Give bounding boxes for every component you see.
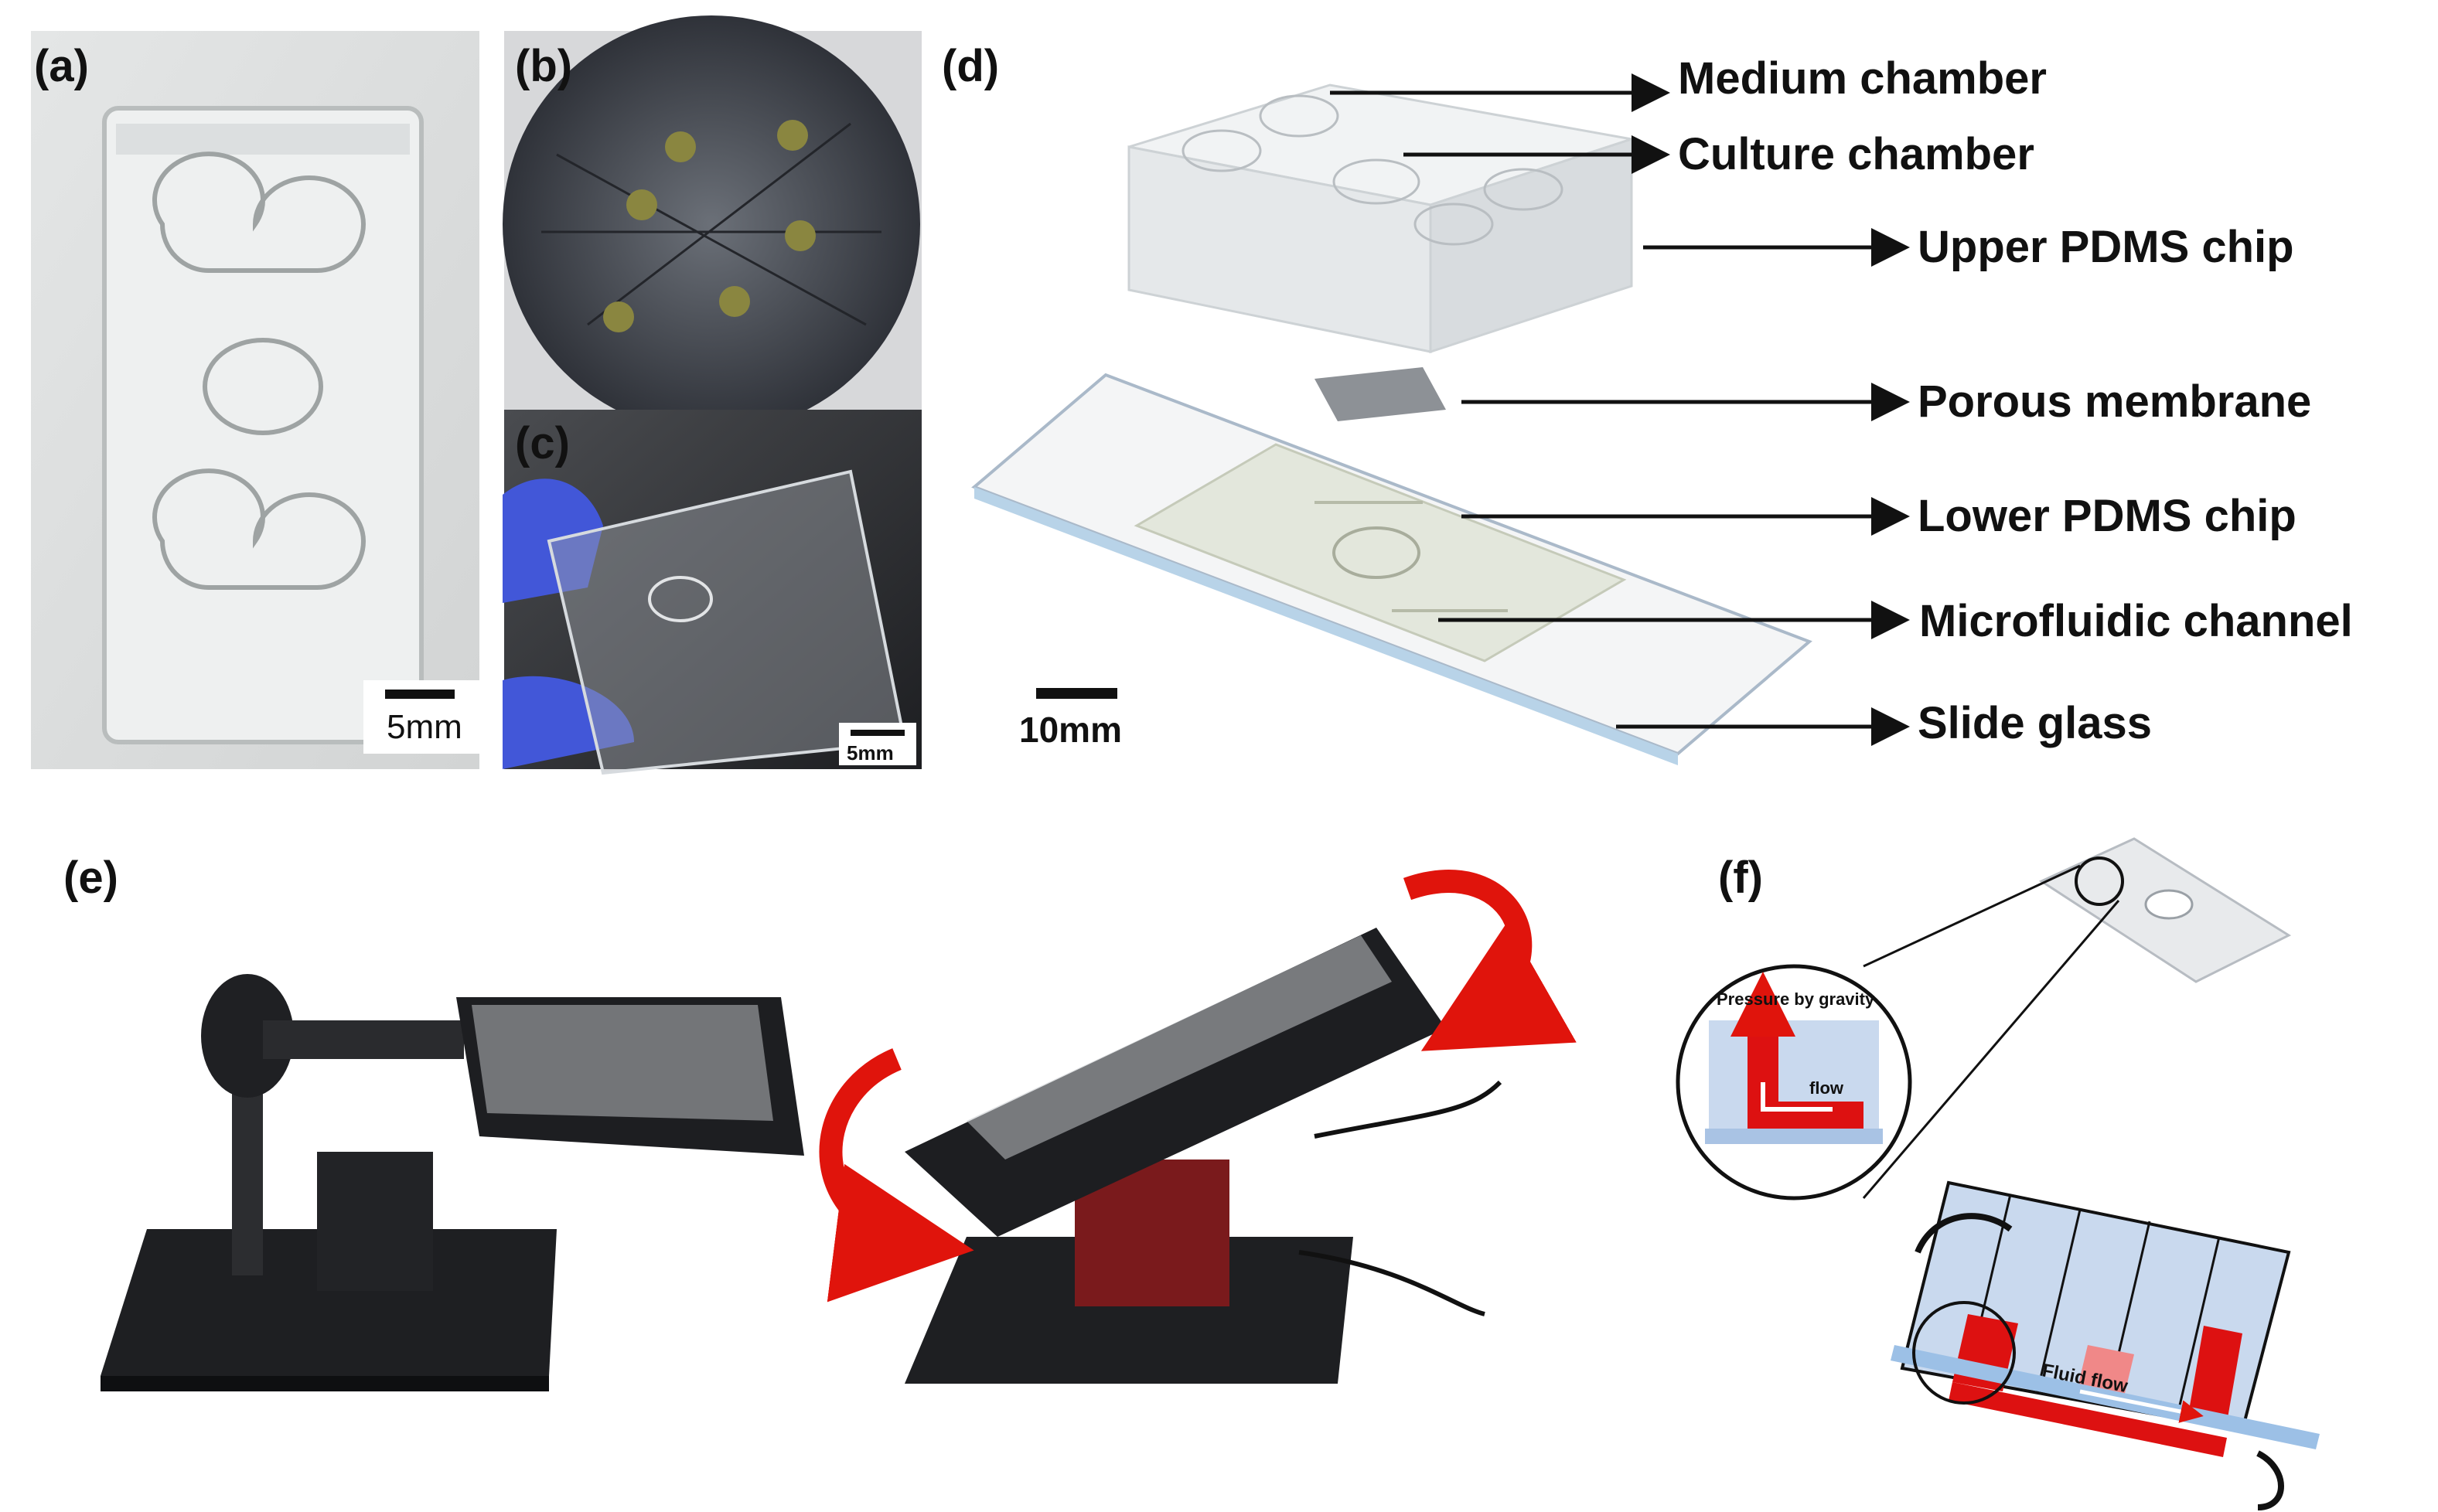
label-upper-pdms-chip: Upper PDMS chip — [1918, 222, 2294, 272]
rocking-arrow-right — [1403, 870, 1577, 1051]
label-lower-pdms-chip: Lower PDMS chip — [1918, 491, 2296, 541]
label-culture-chamber: Culture chamber — [1678, 129, 2034, 179]
label-porous-membrane: Porous membrane — [1918, 376, 2312, 427]
panel-f-pressure-label: Pressure by gravity — [1717, 989, 1875, 1009]
panel-a-scale-label: 5mm — [387, 708, 462, 746]
label-slide-glass: Slide glass — [1918, 698, 2153, 748]
panel-e-photos — [101, 928, 1502, 1391]
rocking-arrows-red — [819, 870, 1577, 1303]
panel-d-letter: (d) — [942, 41, 1000, 91]
panel-c-letter: (c) — [515, 418, 570, 468]
label-microfluidic-channel: Microfluidic channel — [1919, 596, 2353, 646]
panel-b-photo — [503, 15, 922, 433]
panel-f-schematic — [1676, 837, 2320, 1510]
panel-a-photo — [31, 31, 479, 769]
panel-f-flow-label: flow — [1809, 1078, 1844, 1098]
panel-c-photo — [503, 410, 922, 775]
zoom-circle-chip — [2075, 856, 2124, 906]
panel-e-letter: (e) — [63, 853, 118, 903]
panel-f-letter: (f) — [1718, 853, 1763, 903]
zoom-circle-inlet — [1912, 1301, 2016, 1405]
panel-b-letter: (b) — [515, 41, 573, 91]
panel-d-leader-arrows — [1330, 73, 1910, 746]
rocking-arrow-left — [819, 1048, 974, 1303]
panel-a-letter: (a) — [34, 41, 89, 91]
panel-d-scale-label: 10mm — [1019, 710, 1122, 750]
panel-d-exploded-diagram — [971, 83, 1812, 765]
panel-c-scale-label: 5mm — [847, 741, 894, 765]
label-medium-chamber: Medium chamber — [1678, 53, 2047, 104]
